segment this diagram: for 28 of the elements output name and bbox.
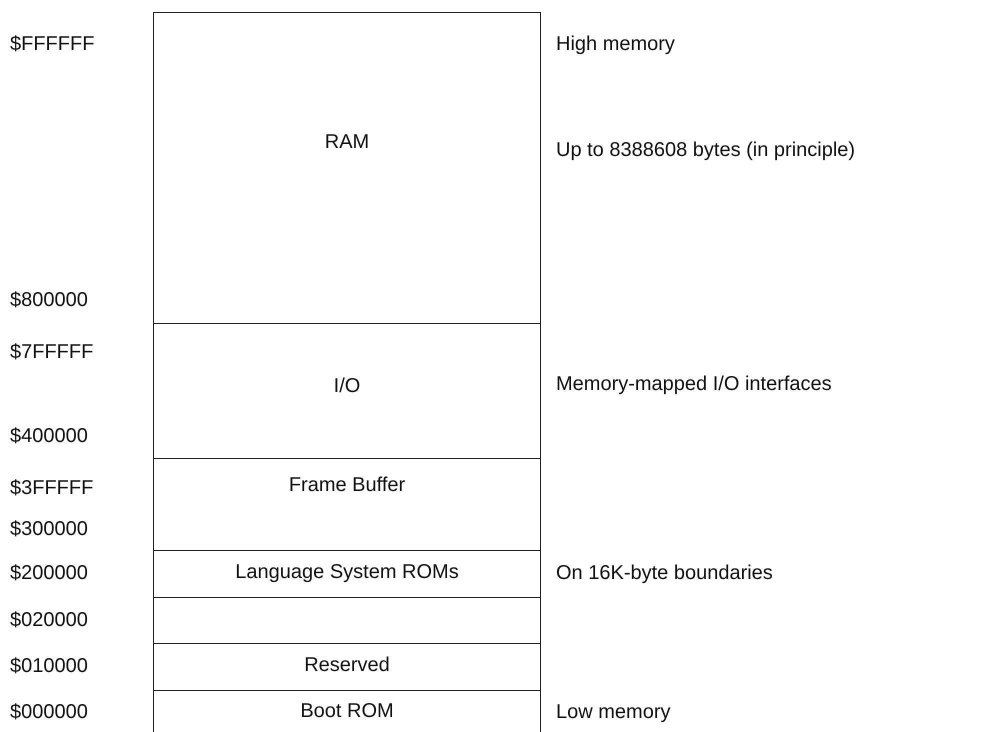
note-text: High memory — [556, 32, 675, 56]
memory-region — [153, 12, 541, 324]
region-name: Boot ROM — [299, 700, 395, 723]
region-name: Frame Buffer — [288, 474, 406, 497]
address-label: $FFFFFF — [10, 32, 94, 56]
address-label: $3FFFFF — [10, 476, 94, 500]
memory-region — [153, 690, 541, 732]
address-label: $020000 — [10, 608, 88, 632]
memory-region — [153, 643, 541, 691]
note-text: Low memory — [556, 700, 670, 724]
note-text: Memory-mapped I/O interfaces — [556, 372, 832, 396]
address-label: $200000 — [10, 561, 88, 585]
address-label: $010000 — [10, 654, 88, 678]
region-name: RAM — [324, 131, 370, 154]
region-name: Language System ROMs — [234, 561, 460, 584]
address-label: $000000 — [10, 700, 88, 724]
address-label: $400000 — [10, 424, 88, 448]
memory-region — [153, 597, 541, 644]
address-label: $7FFFFF — [10, 340, 94, 364]
region-name: I/O — [332, 375, 362, 398]
memory-region — [153, 458, 541, 551]
address-label: $800000 — [10, 288, 88, 312]
note-text: On 16K-byte boundaries — [556, 561, 773, 585]
region-name: Reserved — [303, 654, 391, 677]
address-label: $300000 — [10, 517, 88, 541]
note-text: Up to 8388608 bytes (in principle) — [556, 138, 856, 162]
memory-region — [153, 550, 541, 598]
memory-region — [153, 323, 541, 459]
